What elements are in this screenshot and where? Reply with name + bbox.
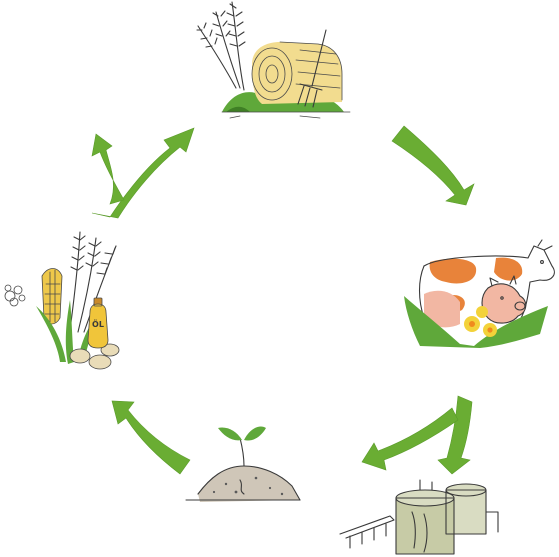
arrow-crops-to-hay-branch [91, 133, 125, 205]
arrow-crops-to-hay [91, 127, 195, 219]
soil-specks [212, 476, 284, 496]
oil-bottle-icon: ÖL [87, 297, 109, 349]
arrow-livestock-to-biogas [437, 395, 473, 475]
seedling-in-soil-icon [185, 426, 301, 502]
arrow-livestock-to-soil [361, 407, 459, 471]
bottle-label: ÖL [92, 319, 104, 329]
arrow-soil-to-crops [111, 400, 191, 475]
cow-and-pig-icon [404, 239, 555, 348]
arrow-hay-to-livestock [391, 125, 475, 206]
daffodil-flowers [464, 306, 497, 337]
hay-bale-and-grain-icon [196, 1, 351, 119]
biogas-plant-icon [339, 479, 499, 555]
crops-and-oil-icon: ÖL [4, 231, 120, 370]
potato-group [69, 343, 120, 370]
